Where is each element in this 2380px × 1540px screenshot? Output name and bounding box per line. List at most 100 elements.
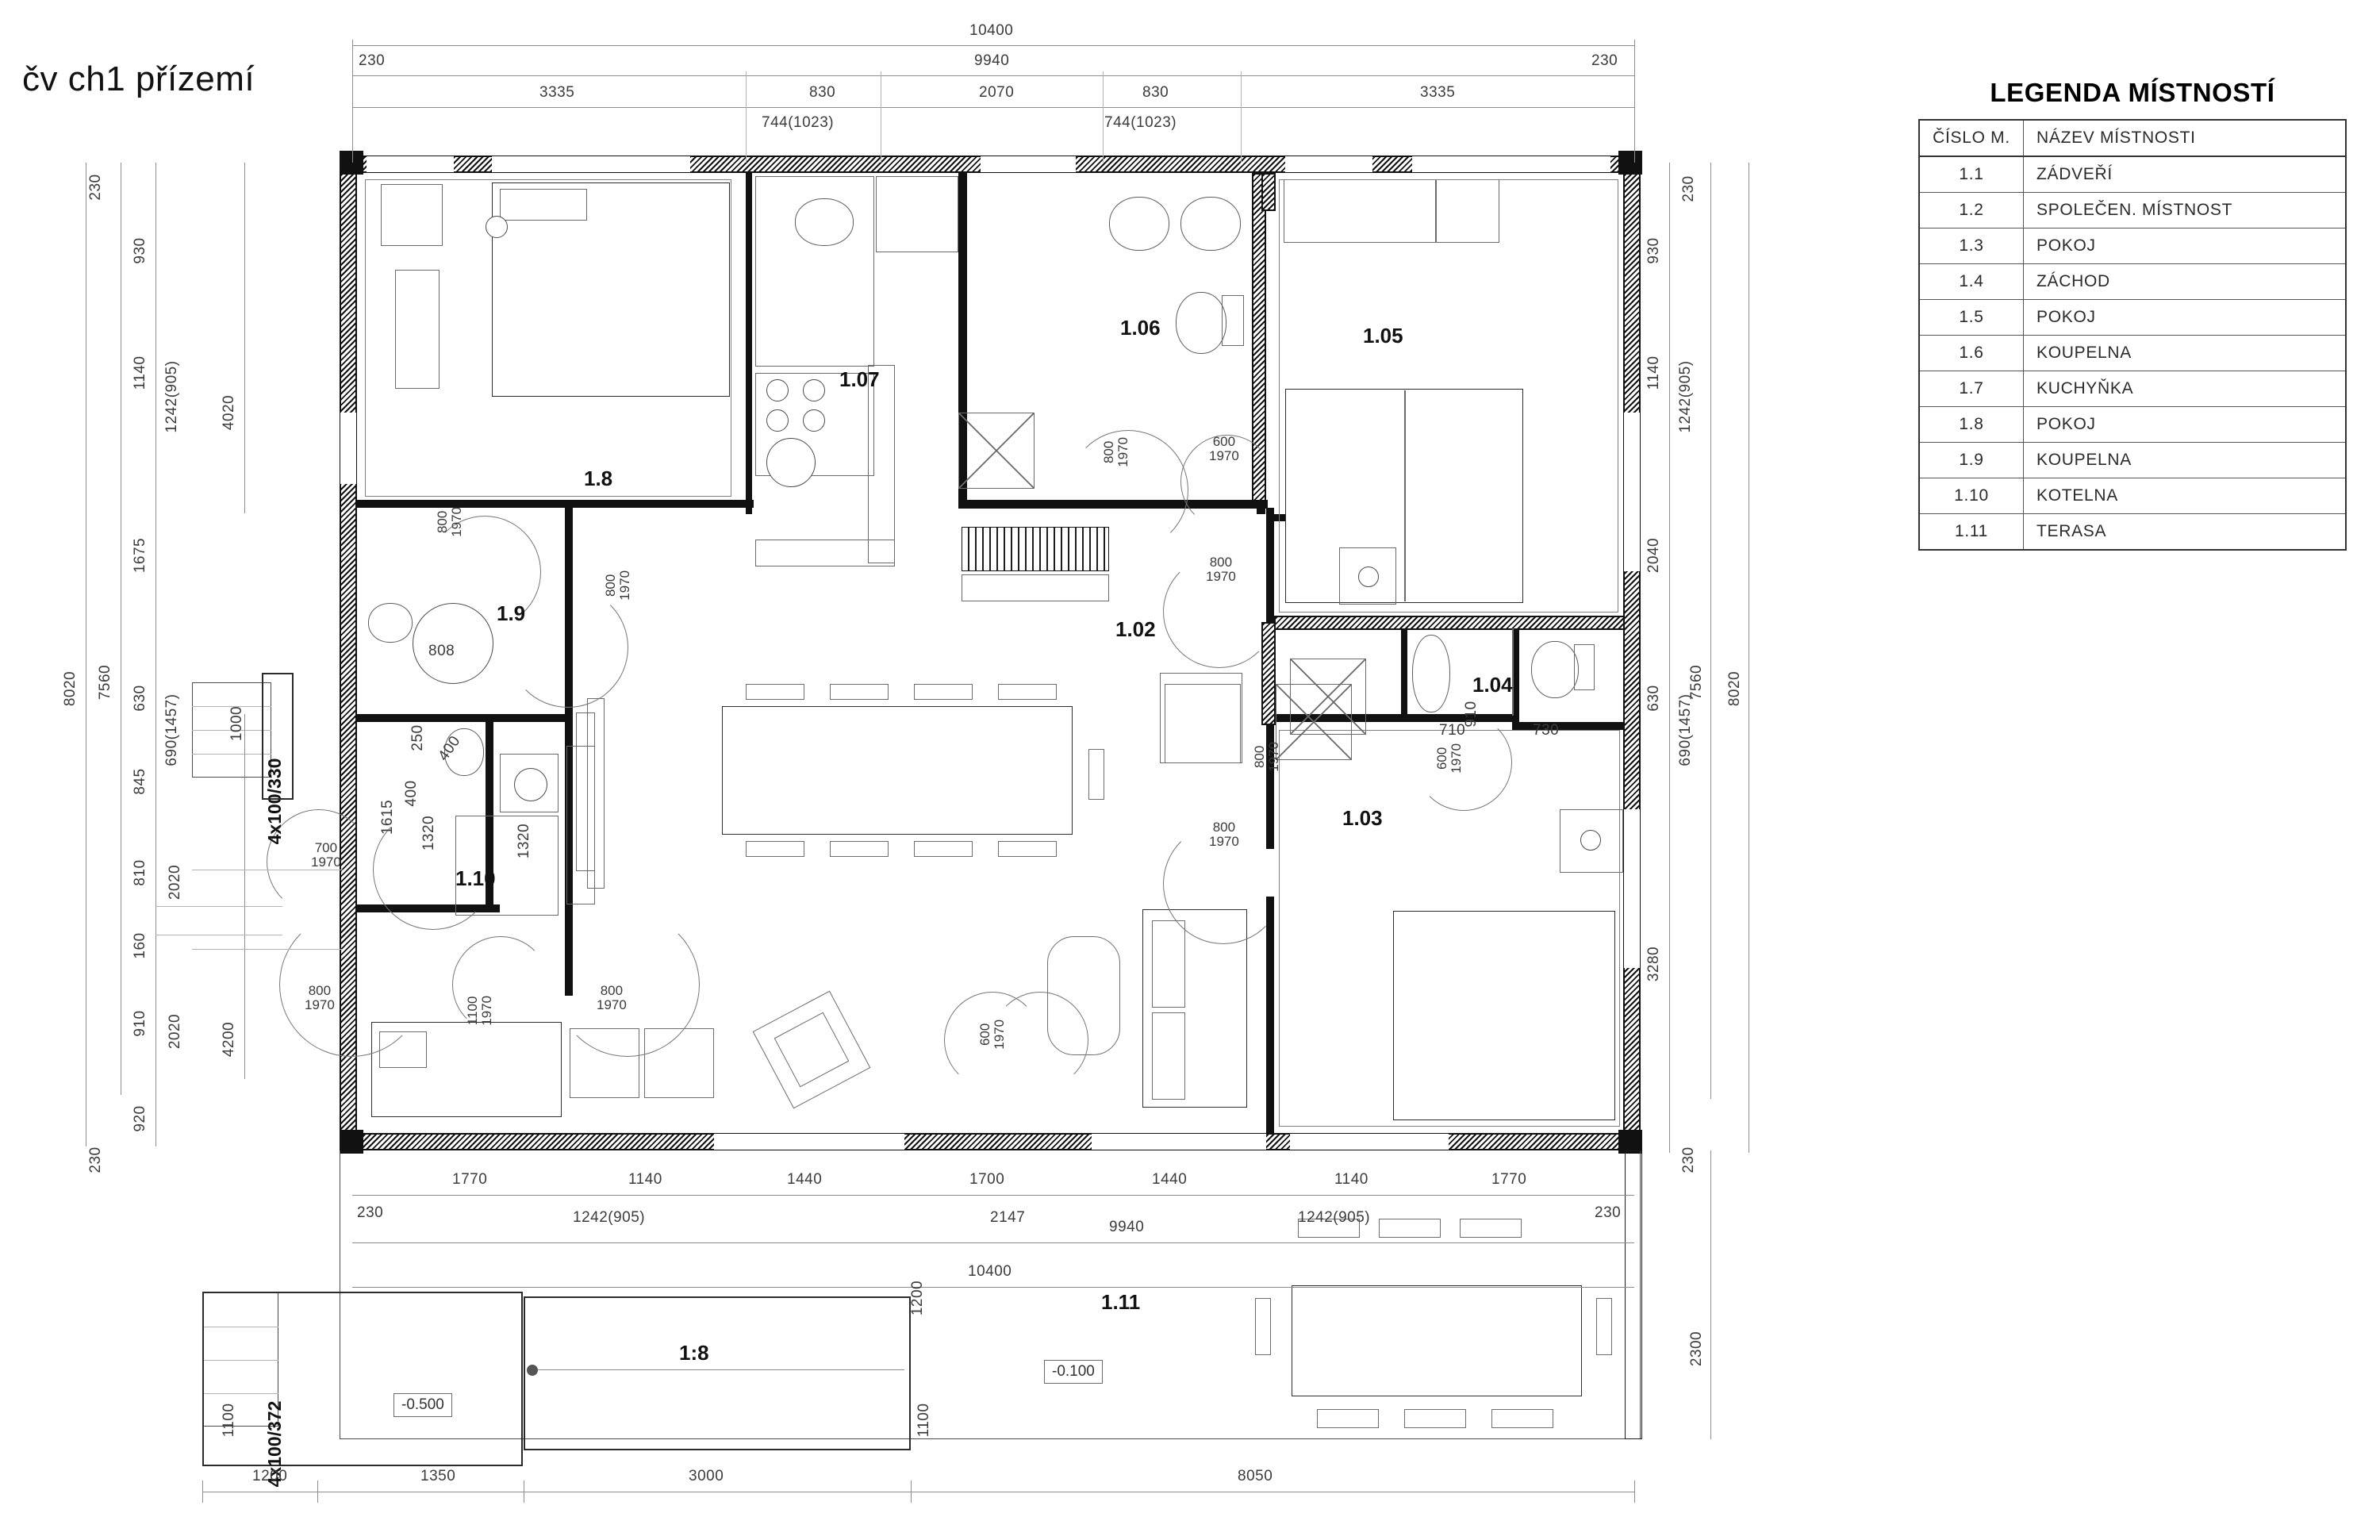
basin-icon xyxy=(1180,197,1241,251)
dimension-top-end-left: 230 xyxy=(359,52,386,69)
lamp-icon xyxy=(486,216,508,238)
legend-room-name: KOTELNA xyxy=(2023,478,2347,514)
dimension-bottom-seg: 1440 xyxy=(1152,1171,1188,1188)
step-line xyxy=(202,1360,278,1361)
interior-dimension: 250 xyxy=(409,724,426,751)
legend-room-name: KUCHYŇKA xyxy=(2023,371,2347,407)
lamp-icon xyxy=(1358,566,1379,587)
dimension-top-end-right: 230 xyxy=(1591,52,1618,69)
toilet-cistern xyxy=(1574,644,1595,690)
dimension-right-seg: 3280 xyxy=(1645,946,1662,982)
dimension-right-seg: 630 xyxy=(1645,685,1662,712)
dimension-line-bottom-second xyxy=(352,1242,1634,1243)
terrace-chair xyxy=(1317,1409,1379,1428)
shoe-rack xyxy=(566,746,595,904)
toilet-icon xyxy=(444,728,484,776)
interior-wall xyxy=(565,631,573,996)
chair xyxy=(998,841,1057,857)
ramp-arrow xyxy=(532,1369,904,1370)
hob-burner-icon xyxy=(766,409,789,432)
dimension-left-seg: 630 xyxy=(132,685,148,712)
legend-room-name: TERASA xyxy=(2023,513,2347,551)
interior-wall xyxy=(357,500,754,508)
chair xyxy=(830,841,889,857)
dimension-line-top-overall xyxy=(352,45,1634,46)
leader-line xyxy=(155,906,282,907)
dimension-line-right-terrace xyxy=(1710,1150,1711,1439)
dimension-bottom-seg: 1140 xyxy=(1334,1171,1368,1188)
terrace-chair xyxy=(1404,1409,1466,1428)
extension-line xyxy=(1634,1480,1635,1503)
legend-room-name: ZÁDVEŘÍ xyxy=(2023,156,2347,193)
step-line xyxy=(192,730,271,731)
dimension-line-right-second xyxy=(1710,163,1711,1099)
dimension-bottom-sub: 1242(905) xyxy=(573,1209,646,1226)
legend-room-number: 1.8 xyxy=(1918,406,2024,443)
sofa-cushion xyxy=(1152,920,1185,1008)
interior-dimension: 1320 xyxy=(516,823,532,859)
dimension-left-seg: 920 xyxy=(132,1105,148,1132)
dimension-left-second: 7560 xyxy=(97,664,113,701)
legend-room-name: POKOJ xyxy=(2023,228,2347,264)
hob-burner-icon xyxy=(803,409,825,432)
extension-line xyxy=(911,1480,912,1503)
legend-room-name: SPOLEČEN. MÍSTNOST xyxy=(2023,192,2347,229)
legend-room-name: POKOJ xyxy=(2023,299,2347,336)
legend-room-name: KOUPELNA xyxy=(2023,442,2347,478)
terrace-chair xyxy=(1491,1409,1553,1428)
dimension-top-segment: 2070 xyxy=(979,84,1015,101)
lamp-icon xyxy=(1580,830,1601,851)
interior-wall xyxy=(1512,722,1625,730)
legend-room-number: 1.4 xyxy=(1918,263,2024,300)
terrace-chair xyxy=(1255,1298,1271,1355)
legend-room-number: 1.10 xyxy=(1918,478,2024,514)
window xyxy=(1092,1133,1266,1150)
dimension-site-seg: 1200 xyxy=(252,1468,288,1484)
dimension-bottom-sub: 1242(905) xyxy=(1298,1209,1371,1226)
dimension-bottom-sub: 2147 xyxy=(990,1209,1026,1226)
interior-wall xyxy=(1274,714,1512,722)
interior-dimension: 1320 xyxy=(420,815,437,851)
dimension-top-overall: 10400 xyxy=(969,22,1014,39)
dimension-top-subsegment: 744(1023) xyxy=(1104,114,1177,131)
dimension-right-sub: 690(1457) xyxy=(1677,693,1694,766)
leader-line xyxy=(192,949,343,950)
door-swing-arc xyxy=(555,912,700,1057)
window xyxy=(1623,809,1641,968)
exterior-wall-right xyxy=(1623,156,1641,1150)
kitchen-worktop xyxy=(868,365,895,563)
door-swing-arc xyxy=(1180,435,1274,528)
stair-note-box xyxy=(262,673,294,800)
dimension-top-subsegment: 744(1023) xyxy=(762,114,835,131)
window xyxy=(1412,156,1610,173)
window xyxy=(340,413,357,484)
bed-divider xyxy=(1404,390,1406,601)
room-label-1-10: 1.10 xyxy=(455,866,496,890)
dimension-top-second: 9940 xyxy=(974,52,1010,69)
dimension-site-seg: 8050 xyxy=(1238,1468,1273,1484)
interior-dimension: 910 xyxy=(1463,701,1480,728)
platform-outline xyxy=(202,1292,523,1466)
dimension-line-top-segments xyxy=(352,107,1634,108)
nightstand xyxy=(381,184,443,246)
door-swing-arc xyxy=(508,587,628,708)
dimension-line-left-4200 xyxy=(244,714,245,1079)
terrace-table xyxy=(1292,1285,1582,1396)
legend-room-name: ZÁCHOD xyxy=(2023,263,2347,300)
room-label-1-9: 1.9 xyxy=(497,601,526,625)
terrace-chair xyxy=(1596,1298,1612,1355)
chair xyxy=(998,684,1057,700)
